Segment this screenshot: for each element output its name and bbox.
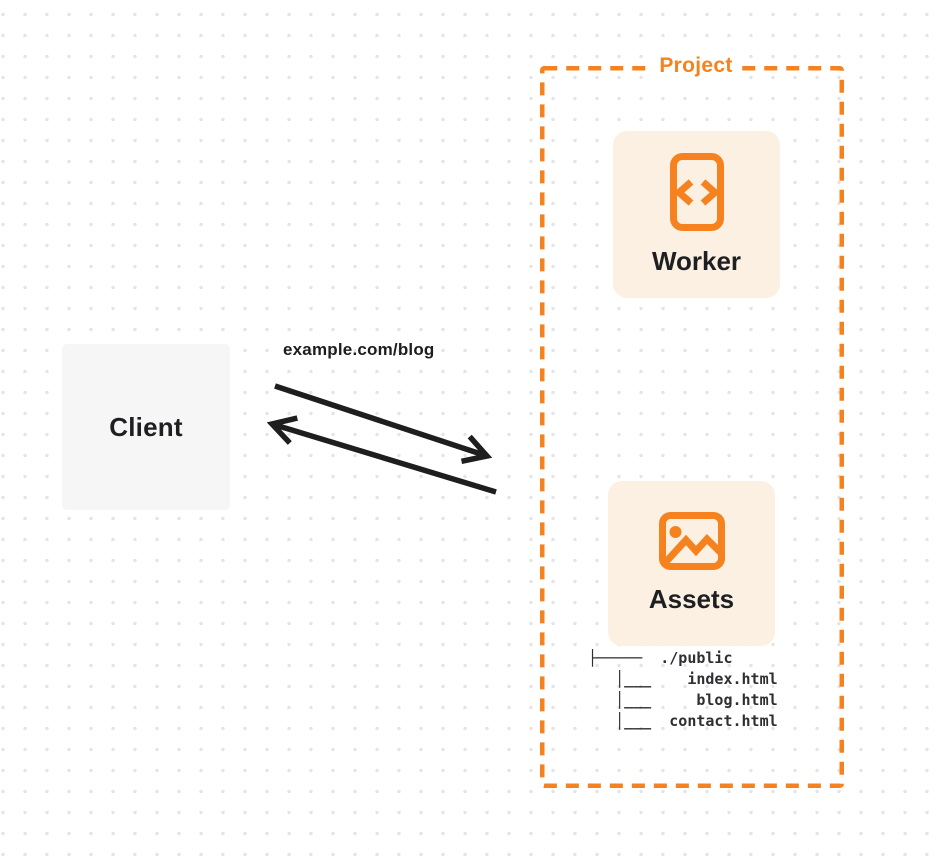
worker-label: Worker bbox=[651, 245, 742, 276]
code-file-icon bbox=[669, 152, 724, 231]
file-tree-line: │___ blog.html bbox=[588, 691, 778, 709]
request-arrow bbox=[274, 383, 493, 464]
client-label: Client bbox=[109, 411, 183, 442]
response-arrow bbox=[266, 415, 497, 495]
file-tree: ├───── ./public │___ index.html │___ blo… bbox=[588, 648, 778, 732]
project-label: Project bbox=[650, 52, 742, 80]
file-tree-line: │___ contact.html bbox=[588, 712, 778, 730]
file-tree-line: ├───── ./public bbox=[588, 649, 733, 667]
client-box: Client bbox=[62, 344, 230, 510]
image-icon bbox=[658, 512, 725, 570]
assets-card: Assets bbox=[608, 481, 775, 646]
worker-card: Worker bbox=[613, 131, 780, 298]
request-url-label: example.com/blog bbox=[283, 340, 435, 359]
file-tree-line: │___ index.html bbox=[588, 670, 778, 688]
assets-label: Assets bbox=[648, 584, 735, 614]
request-response-arrows bbox=[266, 383, 497, 495]
